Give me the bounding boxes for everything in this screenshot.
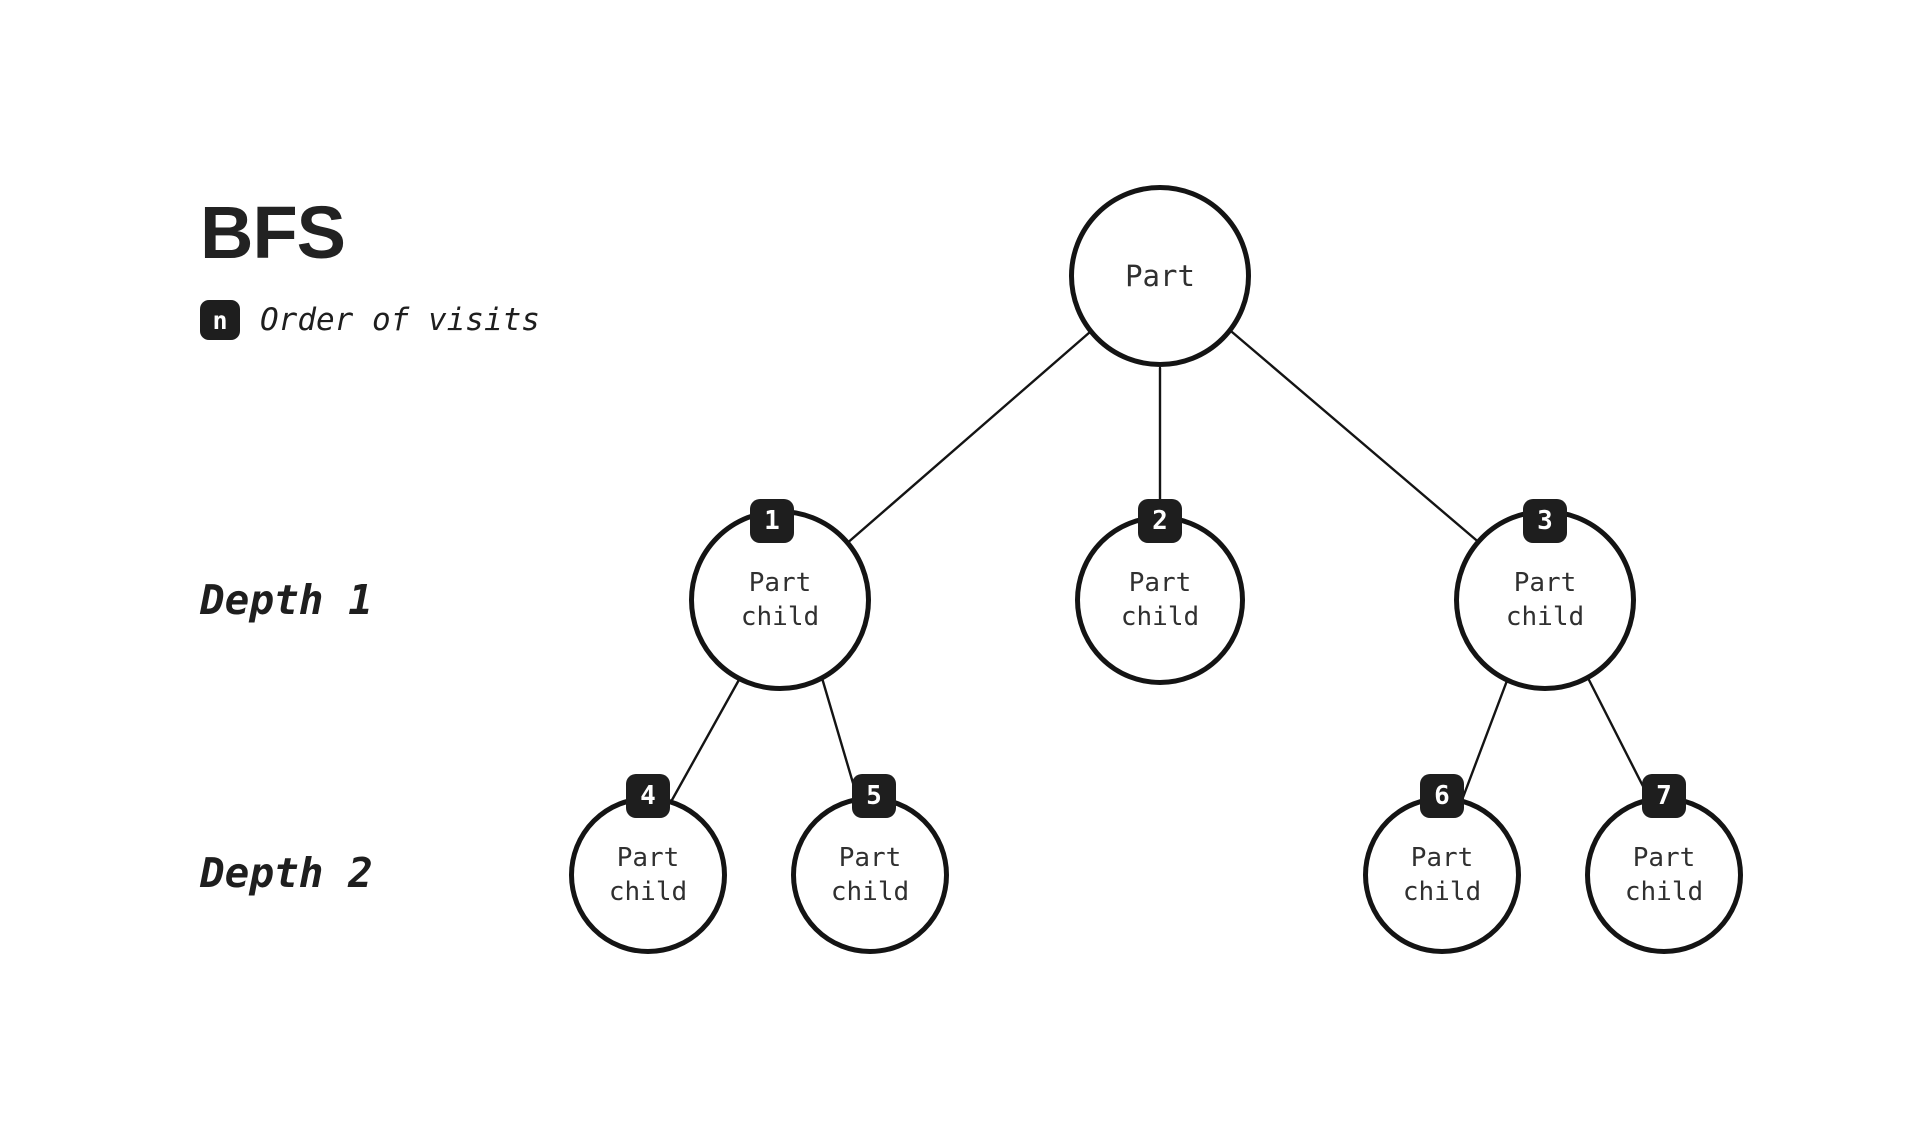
tree-node[interactable]: Part [1069,185,1251,367]
node-label-line: Part [1513,567,1577,598]
tree-edge [1460,676,1510,802]
tree-node[interactable]: Part child [1075,515,1245,685]
tree-edge [1586,676,1652,802]
tree-node[interactable]: Part child [1454,509,1636,691]
title-block: BFS n Order of visits [200,196,540,340]
tree-node[interactable]: Part child [1363,796,1521,954]
visit-order-badge: 5 [852,774,896,818]
tree-node[interactable]: Part child [1585,796,1743,954]
legend-badge-icon: n [200,300,240,340]
depth-label-1: Depth 1 [200,576,373,624]
node-label-line: Part [838,842,902,873]
node-label-line: Part [616,842,680,873]
node-label-line: Part [1632,842,1696,873]
tree-edge [670,676,742,802]
visit-order-badge: 6 [1420,774,1464,818]
tree-node[interactable]: Part child [791,796,949,954]
node-label-line: child [740,602,820,632]
tree-edge [1230,330,1484,547]
legend: n Order of visits [200,300,540,340]
node-label-line: child [830,877,910,907]
visit-order-badge: 7 [1642,774,1686,818]
node-label-line: Part [748,567,812,598]
node-label-line: child [608,877,688,907]
visit-order-badge: 2 [1138,499,1182,543]
visit-order-badge: 3 [1523,499,1567,543]
tree-node[interactable]: Part child [569,796,727,954]
legend-description: Order of visits [260,302,540,338]
node-label-line: Part [1410,842,1474,873]
page-title: BFS [200,191,346,274]
visit-order-badge: 1 [750,499,794,543]
node-label-line: child [1505,602,1585,632]
tree-edge [843,330,1092,547]
depth-label-2: Depth 2 [200,849,373,897]
node-label-line: child [1120,602,1200,632]
node-label-line: child [1402,877,1482,907]
visit-order-badge: 4 [626,774,670,818]
node-label-line: child [1624,877,1704,907]
node-label-line: Part [1128,567,1192,598]
node-label-line: Part [1125,258,1195,293]
